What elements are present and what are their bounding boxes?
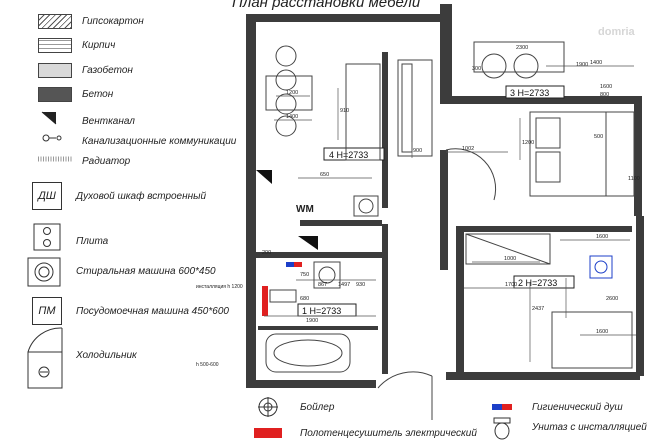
door-entrance	[377, 371, 433, 420]
installation-toilet	[269, 289, 297, 303]
legend-swatch-aerated	[38, 63, 72, 78]
dim-label: 1600	[596, 329, 608, 335]
bathtub	[265, 333, 351, 373]
dim-label: 1900	[306, 318, 318, 324]
dim-label: 1600	[596, 234, 608, 240]
vent-icon	[41, 111, 57, 125]
room-label-3: 3 H=2733	[505, 85, 565, 99]
dimension-labels: 1200 910 1400 900 1002 1200 2300 1600 10…	[262, 45, 640, 335]
dim-label: 1000	[504, 256, 516, 262]
oven-icon: ДШ	[32, 182, 62, 210]
legend-label-aerated: Газобетон	[82, 65, 133, 76]
legend-swatch-concrete	[38, 87, 72, 102]
legend-label-concrete: Бетон	[82, 89, 114, 100]
dim-label: 910	[340, 108, 349, 114]
dim-label: 650	[320, 172, 329, 178]
dim-label: 867	[318, 282, 327, 288]
sofa	[397, 59, 433, 157]
towel-heater	[262, 286, 268, 316]
dining-table	[265, 45, 313, 137]
dim-label: 900	[413, 148, 422, 154]
wardrobe	[465, 233, 551, 265]
dim-label: 1497	[338, 282, 350, 288]
legend-label-boiler: Бойлер	[300, 402, 335, 413]
legend-label-brick: Кирпич	[82, 40, 116, 51]
svg-text:3 H=2733: 3 H=2733	[510, 88, 549, 98]
dim-label: 500	[594, 134, 603, 140]
legend-swatch-gypsum	[38, 14, 72, 29]
dim-label: 200	[262, 250, 271, 256]
toilet-icon	[493, 417, 511, 440]
kitchen-counter	[345, 63, 381, 161]
legend-label-vent: Вентканал	[82, 116, 135, 127]
legend-label-sewer: Канализационные коммуникации	[82, 136, 237, 147]
washing-machine	[313, 261, 341, 289]
dim-label: 2600	[606, 296, 618, 302]
towel-heater-icon	[254, 428, 282, 438]
dim-label: 800	[600, 92, 609, 98]
legend-label-oven: Духовой шкаф встроенный	[76, 191, 207, 202]
dim-label: 1900	[576, 62, 588, 68]
watermark: domria	[598, 26, 635, 38]
bedroom-desk	[473, 41, 565, 79]
legend-label-dishwasher: Посудомоечная машина 450*600	[76, 306, 229, 317]
dim-label: 2437	[532, 306, 544, 312]
door-room3	[445, 148, 497, 201]
room-label-2: 2 H=2733	[513, 275, 575, 289]
dim-label: 300	[472, 66, 481, 72]
legend-label-toilet: Унитаз с инсталляцией	[532, 422, 647, 433]
hygienic-shower-icon	[492, 404, 512, 410]
dim-label: 930	[356, 282, 365, 288]
dishwasher-icon: ПМ	[32, 297, 62, 325]
legend-label-towel: Полотенцесушитель электрический	[300, 428, 477, 439]
dim-label: 1200	[522, 140, 534, 146]
dim-label: 1002	[462, 146, 474, 152]
note-height: h 500-600	[196, 362, 219, 368]
office-chair	[589, 255, 613, 279]
legend-swatch-brick	[38, 38, 72, 53]
dim-label: 1400	[590, 60, 602, 66]
desk-room2	[551, 311, 633, 369]
walls	[246, 4, 644, 388]
hygienic-shower	[286, 262, 302, 267]
dim-label: 1600	[600, 84, 612, 90]
svg-text:2 H=2733: 2 H=2733	[518, 278, 557, 288]
dim-label: 680	[300, 296, 309, 302]
legend-label-radiator: Радиатор	[82, 156, 131, 167]
fridge-icon	[27, 327, 63, 389]
bathroom-sink	[353, 195, 379, 217]
boiler-icon	[258, 397, 278, 417]
svg-text:4 H=2733: 4 H=2733	[329, 150, 368, 160]
page-title: План расстановки мебели	[232, 0, 421, 11]
bed	[529, 111, 635, 197]
dim-label: 1400	[286, 114, 298, 120]
legend-label-shower: Гигиенический душ	[532, 402, 623, 413]
dim-label: 1100	[628, 176, 640, 182]
washer-icon	[27, 257, 61, 287]
note-install: инсталляция h 1200	[196, 284, 243, 290]
dimension-lines	[264, 65, 636, 362]
legend-label-stove: Плита	[76, 236, 109, 247]
legend-label-washer: Стиральная машина 600*450	[76, 266, 216, 277]
dim-label: 750	[300, 272, 309, 278]
vent-shaft	[256, 170, 318, 250]
legend-label-gypsum: Гипсокартон	[82, 16, 144, 27]
dim-label: 1200	[286, 90, 298, 96]
dim-label: 2300	[516, 45, 528, 51]
svg-text:1 H=2733: 1 H=2733	[302, 306, 341, 316]
legend-label-fridge: Холодильник	[76, 350, 137, 361]
dim-label: 1700	[505, 282, 517, 288]
sewer-icon	[42, 134, 62, 142]
wm-label: WМ	[296, 204, 314, 215]
room-label-1: 1 H=2733	[297, 303, 357, 317]
stove-icon	[33, 223, 61, 251]
room-label-4: 4 H=2733	[323, 147, 385, 161]
